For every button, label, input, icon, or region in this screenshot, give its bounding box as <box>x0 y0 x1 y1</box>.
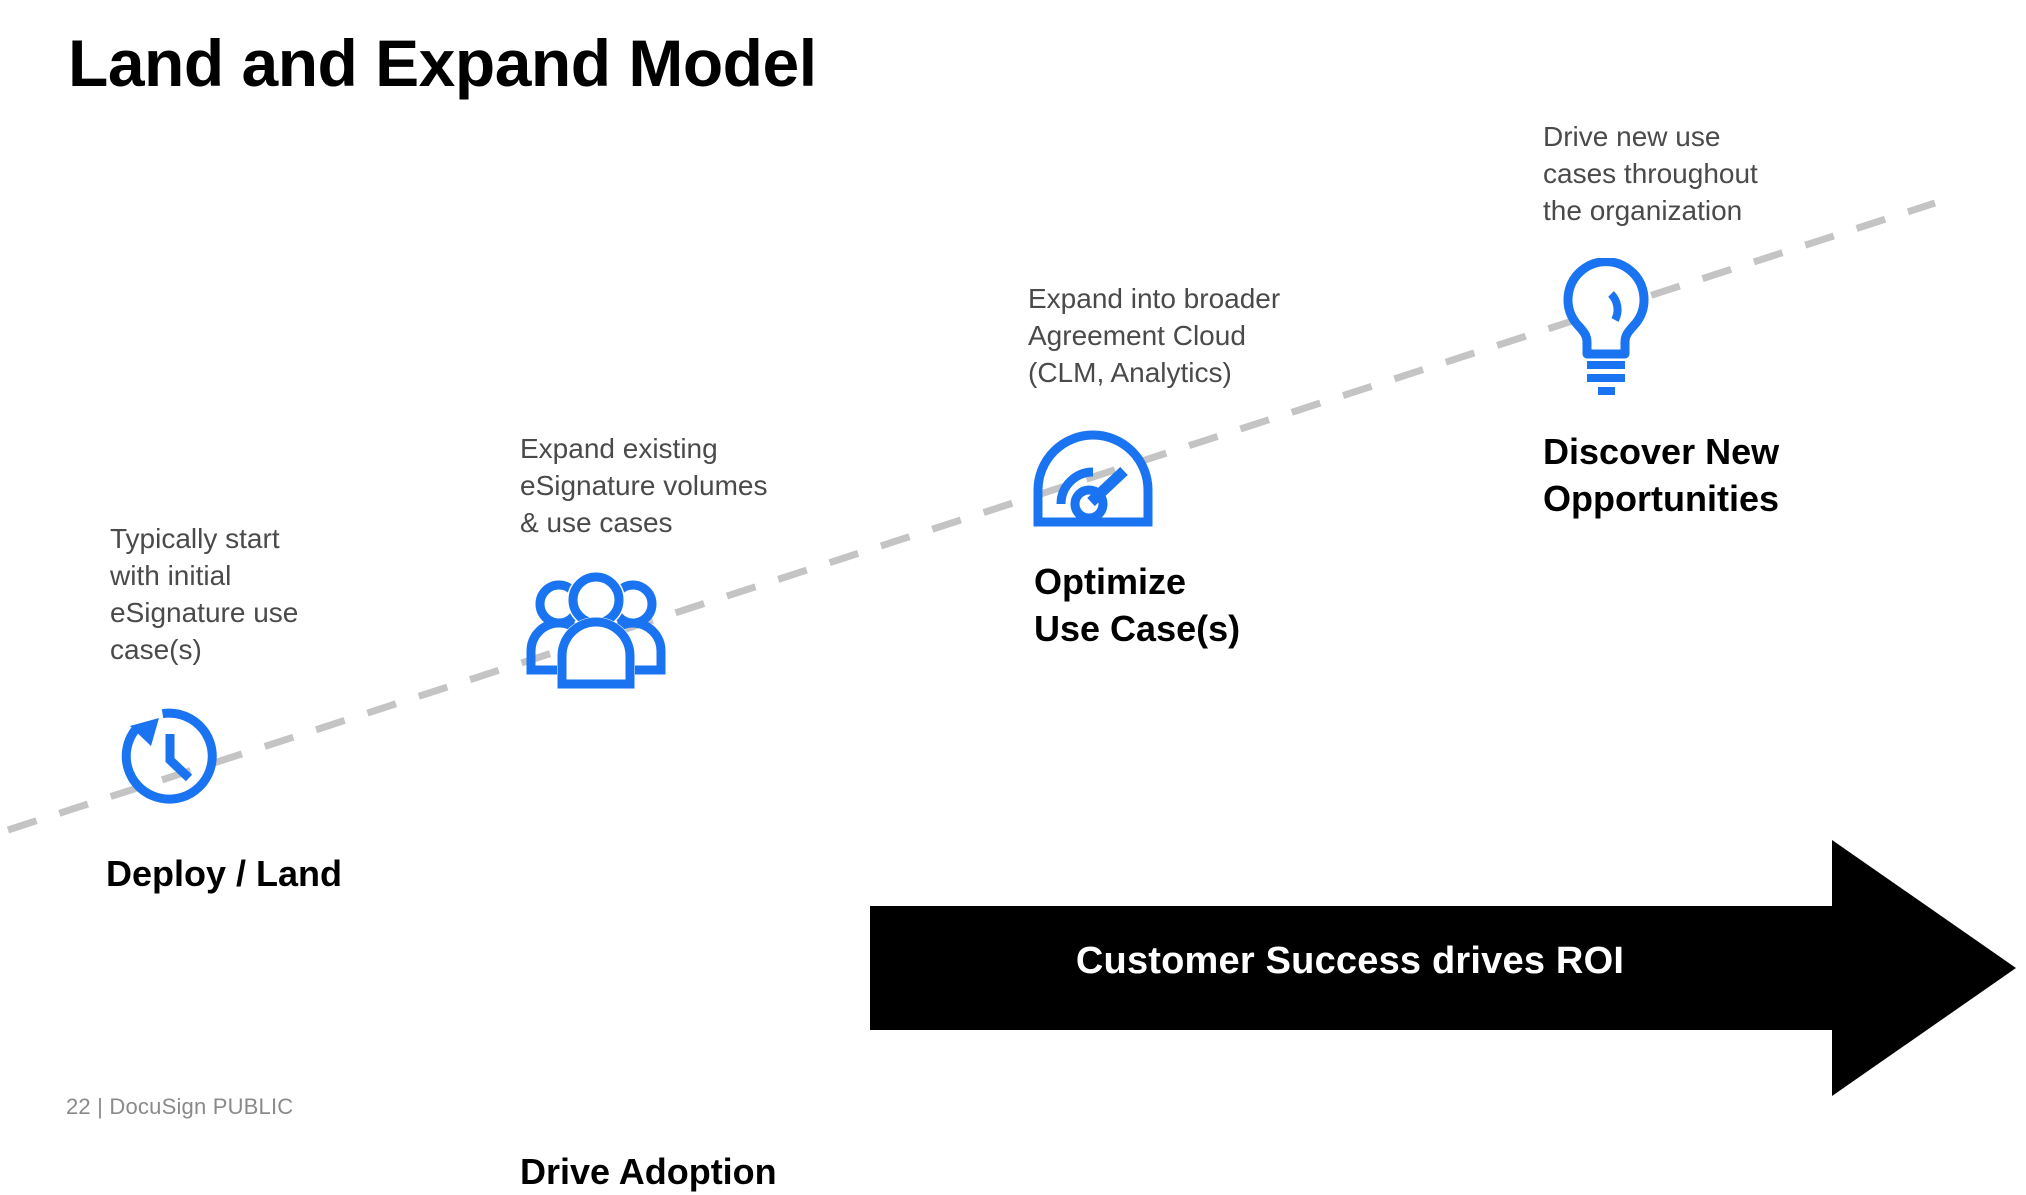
roi-arrow-banner <box>870 840 2016 1096</box>
step-optimize-use-cases: Expand into broader Agreement Cloud (CLM… <box>1028 280 1458 680</box>
step-deploy-land: Typically start with initial eSignature … <box>106 520 530 894</box>
step-deploy-land-description: Typically start with initial eSignature … <box>110 523 299 665</box>
step-discover-new-opportunities: Drive new use cases throughout the organ… <box>1543 118 1993 528</box>
step-optimize-description: Expand into broader Agreement Cloud (CLM… <box>1028 283 1281 388</box>
clock-refresh-icon <box>110 696 230 821</box>
page-title: Land and Expand Model <box>68 26 817 100</box>
step-drive-adoption: Expand existing eSignature volumes & use… <box>520 430 950 1192</box>
roi-arrow-label: Customer Success drives ROI <box>1075 940 1625 982</box>
speedometer-icon <box>1028 430 1158 540</box>
step-discover-label: Discover New Opportunities <box>1543 431 1780 519</box>
step-drive-adoption-description: Expand existing eSignature volumes & use… <box>520 433 768 538</box>
step-deploy-land-label: Deploy / Land <box>106 853 343 894</box>
step-discover-description: Drive new use cases throughout the organ… <box>1543 121 1758 226</box>
step-drive-adoption-label: Drive Adoption <box>520 1151 777 1192</box>
slide-canvas: Land and Expand Model Typically start wi… <box>6 26 2016 1192</box>
arrow-shape <box>870 840 2016 1096</box>
step-optimize-label: Optimize Use Case(s) <box>1034 561 1241 649</box>
lightbulb-icon <box>1551 257 1661 403</box>
slide-footer: 22 | DocuSign PUBLIC <box>66 1094 294 1119</box>
people-group-icon <box>526 571 666 697</box>
